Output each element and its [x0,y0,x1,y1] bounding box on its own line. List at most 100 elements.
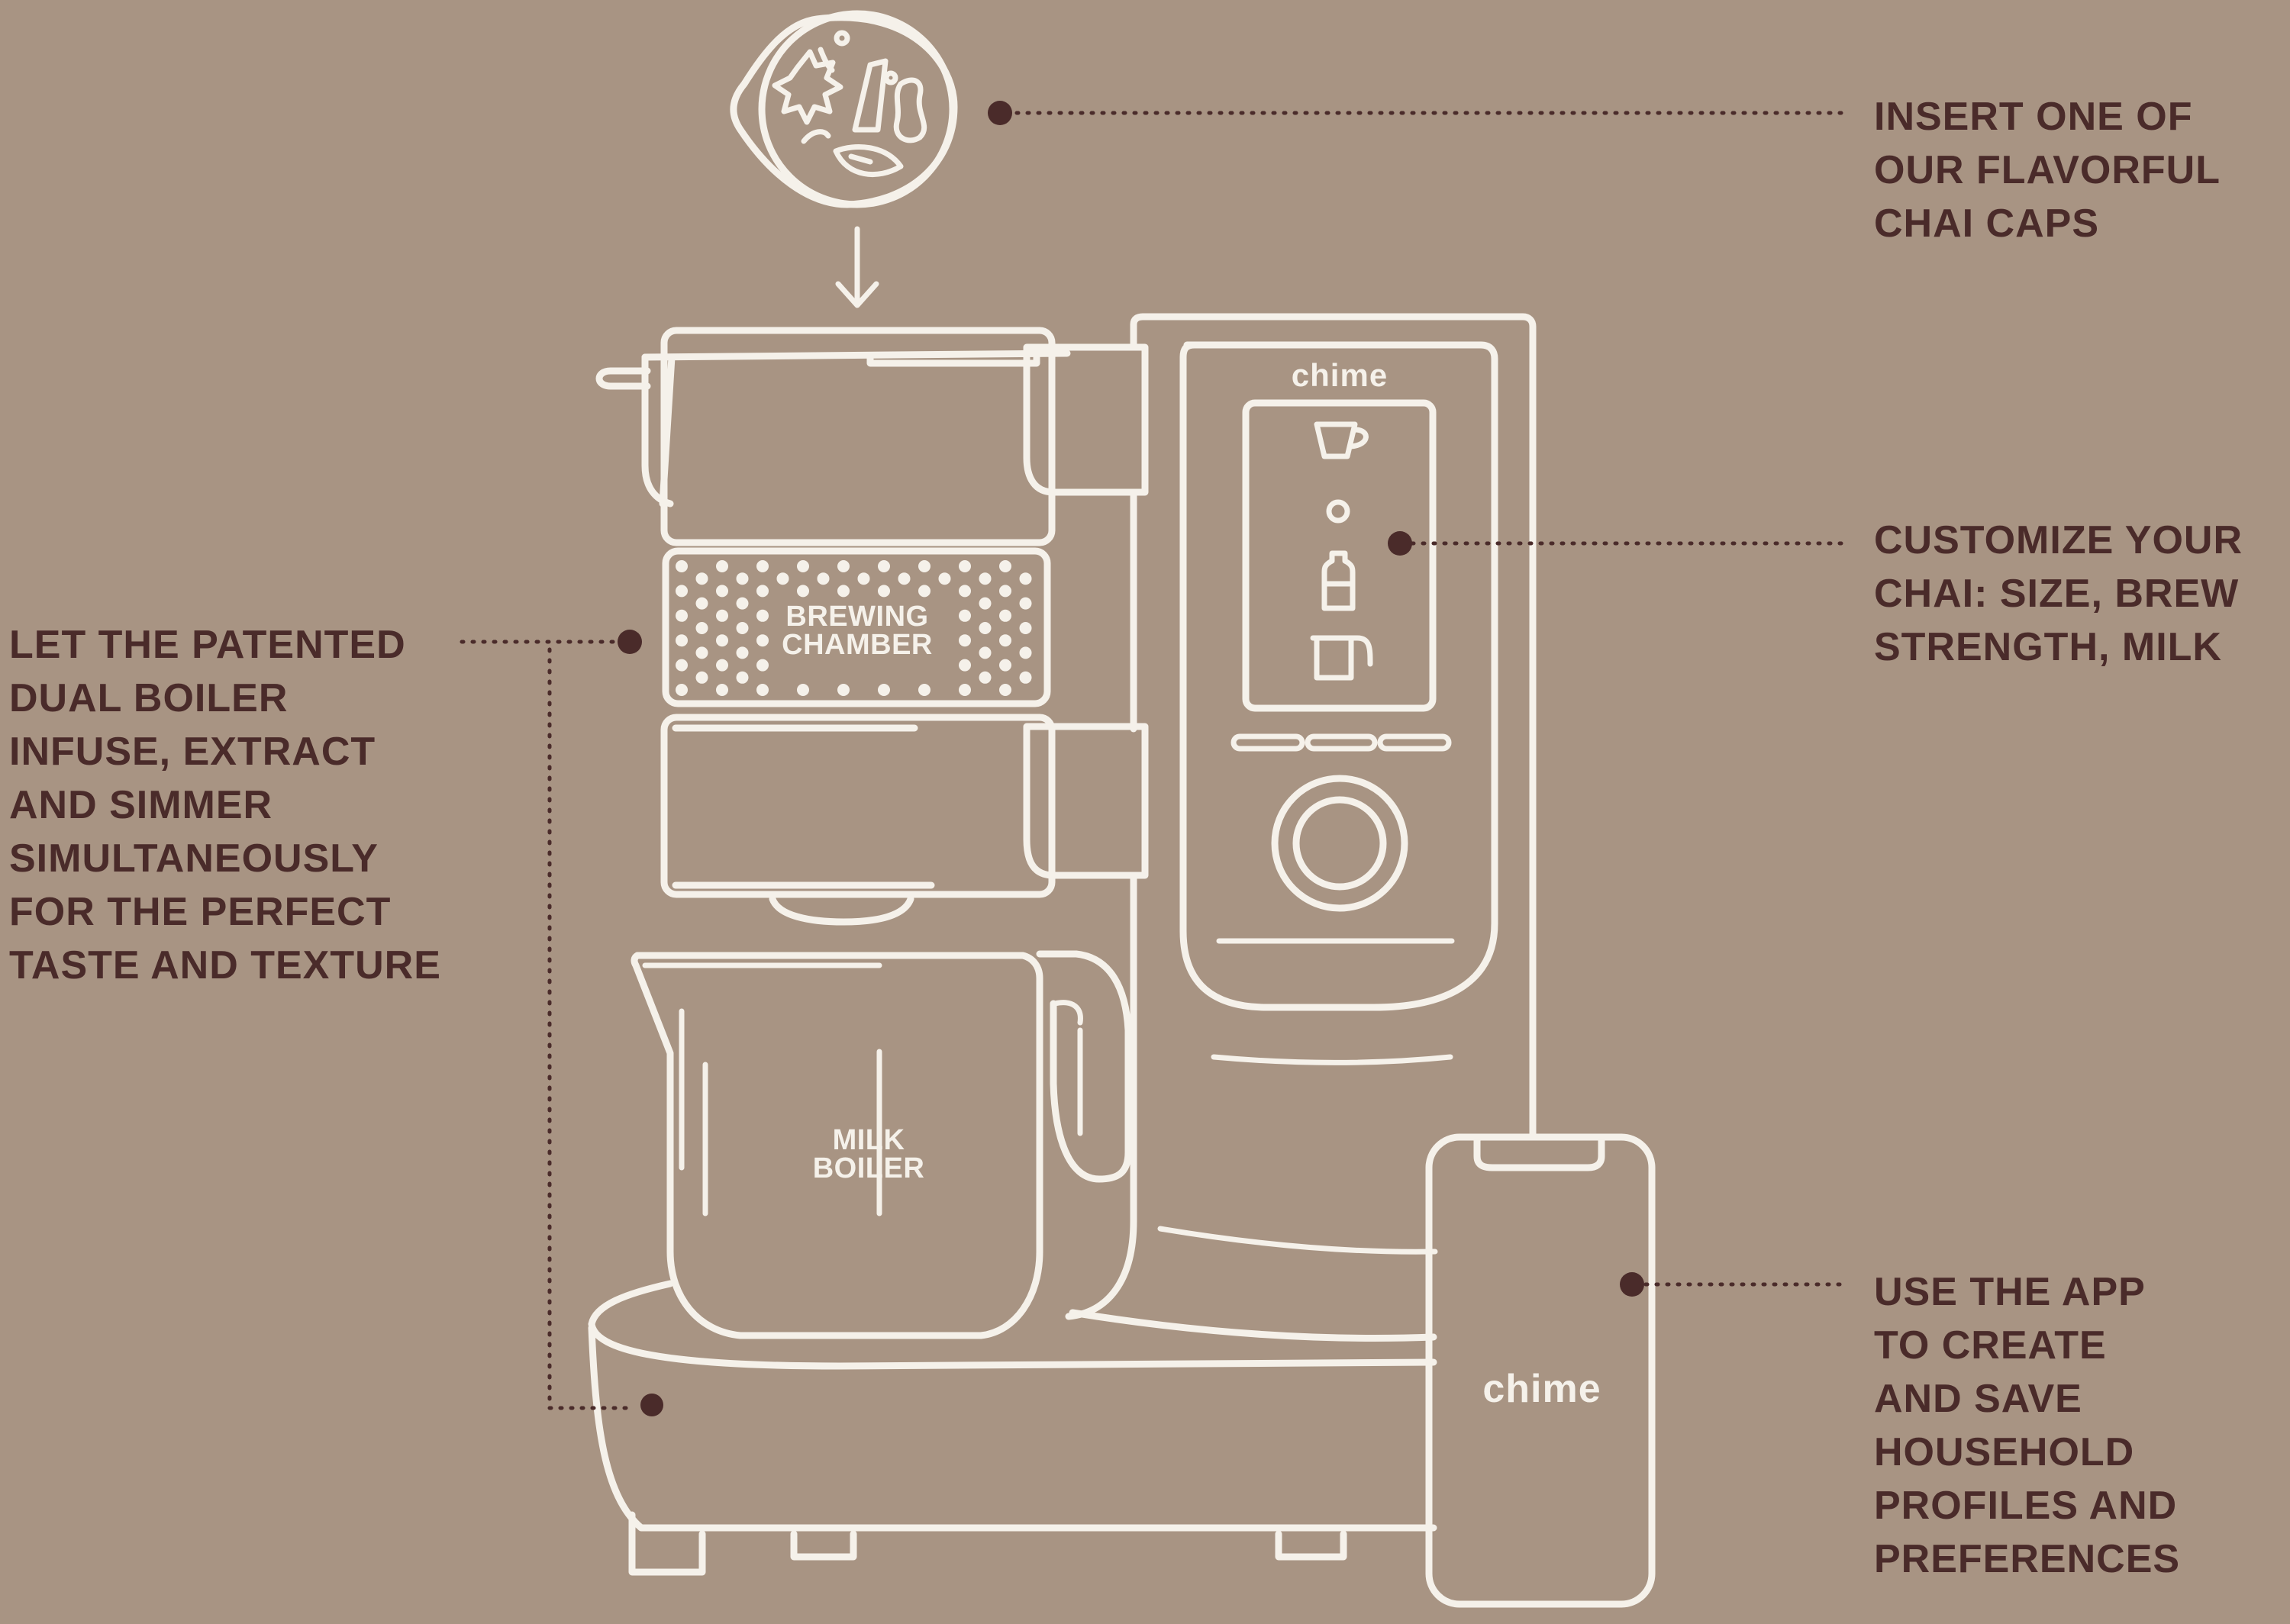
pin-chai-caps [988,101,1012,125]
perforation-dot [695,671,708,684]
perforation-dot [959,560,971,572]
perforation-dot [716,560,728,572]
perforation-dot [756,560,769,572]
cup-icon [1314,421,1369,459]
perforation-dot [736,671,749,684]
milk-boiler-jug [631,950,1132,1339]
display-screen [1242,399,1437,712]
dial-button [1271,775,1408,912]
perforation-dot [979,572,992,585]
brewing-chamber [662,547,1051,707]
perforation-dot [878,585,890,598]
perforation-dot [938,572,951,585]
callout-leaders [460,101,1851,1416]
perforation-dot [716,585,728,598]
control-panel [1179,341,1498,1065]
perforation-dot [979,622,992,634]
perforation-dot [959,609,971,622]
pin-base [640,1394,663,1416]
perforation-dot [695,622,708,634]
perforation-dot [999,659,1011,672]
perforation-dot [695,572,708,585]
perforation-dot [878,684,890,696]
perforation-dot [756,609,769,622]
perforation-dot [1019,622,1032,634]
milk-boiler-label: MILK BOILER [812,1124,925,1184]
perforation-dot [999,585,1011,598]
perforation-dot [676,634,688,647]
middle-module [660,714,1149,926]
preset-buttons [1230,733,1452,752]
perforation-dot [979,597,992,610]
perforation-dot [797,684,809,696]
perforation-dot [817,572,830,585]
perforation-dot [797,585,809,598]
callout-dual-boiler: LET THE PATENTED DUAL BOILER INFUSE, EXT… [9,623,441,988]
perforation-dot [979,671,992,684]
perforation-dot [999,684,1011,696]
phone-logo: chime [1482,1367,1601,1411]
perforation-dot [676,560,688,572]
milk-bottle-icon [1321,550,1356,611]
preset-button-3 [1377,733,1452,752]
machine-body [1065,313,1537,1342]
perforation-dot [676,684,688,696]
perforation-dot [959,684,971,696]
perforation-dot [1019,597,1032,610]
chai-cap-icon [730,10,958,208]
preset-button-2 [1305,733,1378,752]
perforation-dot [676,585,688,598]
perforation-dot [918,684,931,696]
perforation-dot [837,684,850,696]
perforation-dot [999,560,1011,572]
callout-app: USE THE APP TO CREATE AND SAVE HOUSEHOLD… [1874,1270,2181,1581]
perforation-dot [1019,646,1032,659]
machine-base [588,1280,1437,1576]
perforation-dot [736,597,749,610]
perforation-dot [716,684,728,696]
perforation-dot [676,609,688,622]
perforation-dot [979,646,992,659]
perforation-dot [716,659,728,672]
perforation-dot [959,634,971,647]
perforation-dot [837,560,850,572]
perforation-dot [676,659,688,672]
top-module [595,327,1149,546]
perforation-dot [959,585,971,598]
pin-customize [1388,531,1412,556]
perforation-dot [797,560,809,572]
perforation-dot [716,609,728,622]
perforation-dot [918,560,931,572]
perforation-dot [776,572,789,585]
perforation-dot [999,609,1011,622]
callout-customize: CUSTOMIZE YOUR CHAI: SIZE, BREW STRENGTH… [1874,518,2243,669]
perforation-dot [736,646,749,659]
perforation-dot [918,585,931,598]
perforation-dot [695,646,708,659]
perforation-dot [756,585,769,598]
perforation-dot [898,572,911,585]
pin-app [1620,1272,1644,1297]
machine-logo: chime [1291,357,1389,393]
circle-icon [1326,499,1350,524]
perforation-dot [716,634,728,647]
perforation-dot [1019,671,1032,684]
perforation-dot [959,659,971,672]
preset-button-1 [1230,733,1305,752]
perforation-dot [756,634,769,647]
brewing-chamber-label: BREWING CHAMBER [782,601,933,661]
perforation-dot [878,560,890,572]
perforation-dot [756,659,769,672]
perforation-dot [695,597,708,610]
perforation-dot [756,684,769,696]
arrow-down-icon [835,226,879,308]
perforation-dot [999,634,1011,647]
phone-illustration [1425,1133,1656,1608]
perforation-dot [837,585,850,598]
pitcher-icon [1310,635,1373,681]
perforation-dot [736,622,749,634]
perforation-dot [857,572,870,585]
perforation-dot [1019,572,1032,585]
callout-chai-caps: INSERT ONE OF OUR FLAVORFUL CHAI CAPS [1874,95,2221,246]
